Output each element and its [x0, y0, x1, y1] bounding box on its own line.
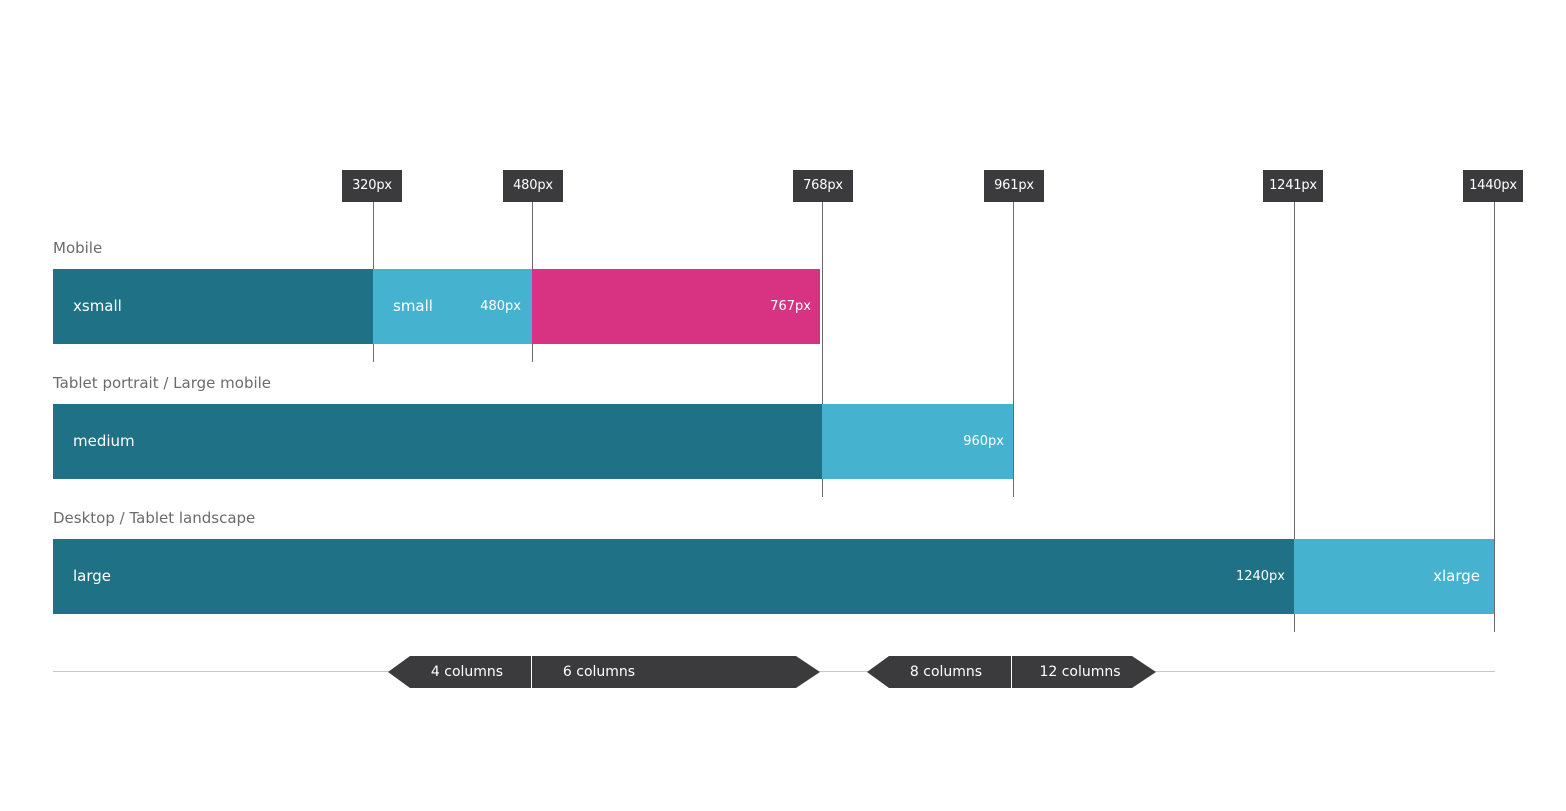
- segment-name: xsmall: [73, 297, 122, 315]
- columns-divider: [531, 656, 532, 688]
- marker-1440px: 1440px: [1463, 170, 1523, 202]
- columns-label-4: 4 columns: [430, 664, 504, 680]
- segment-name: large: [73, 567, 112, 585]
- marker-320px: 320px: [342, 170, 402, 202]
- segment-medium-upper: 960px: [822, 404, 1013, 479]
- columns-label-8: 8 columns: [909, 664, 983, 680]
- group-label-desktop: Desktop / Tablet landscape: [53, 509, 256, 527]
- segment-small: small 480px: [373, 269, 532, 344]
- segment-name: small: [393, 297, 433, 315]
- segment-name: medium: [73, 432, 135, 450]
- group-label-tablet: Tablet portrait / Large mobile: [53, 374, 272, 392]
- segment-mobile-large: 767px: [532, 269, 820, 344]
- segment-end-value: 960px: [963, 434, 1004, 449]
- guide-line-1440: [1494, 202, 1495, 632]
- marker-768px: 768px: [793, 170, 853, 202]
- columns-divider: [1011, 656, 1012, 688]
- segment-medium: medium: [53, 404, 822, 479]
- segment-xlarge: xlarge: [1294, 539, 1494, 614]
- segment-xsmall: xsmall: [53, 269, 373, 344]
- marker-1241px: 1241px: [1263, 170, 1323, 202]
- guide-line-961: [1013, 202, 1014, 497]
- guide-line-1241: [1294, 202, 1295, 632]
- marker-480px: 480px: [503, 170, 563, 202]
- segment-end-value: 1240px: [1235, 569, 1285, 584]
- segment-name: xlarge: [1433, 567, 1480, 585]
- group-label-mobile: Mobile: [53, 239, 103, 257]
- columns-label-12: 12 columns: [1039, 664, 1121, 680]
- segment-large: large 1240px: [53, 539, 1294, 614]
- columns-label-6: 6 columns: [562, 664, 636, 680]
- segment-end-value: 480px: [480, 299, 521, 314]
- columns-arrow-mobile: [388, 656, 820, 688]
- marker-961px: 961px: [984, 170, 1044, 202]
- segment-end-value: 767px: [770, 299, 811, 314]
- guide-line-768: [822, 202, 823, 497]
